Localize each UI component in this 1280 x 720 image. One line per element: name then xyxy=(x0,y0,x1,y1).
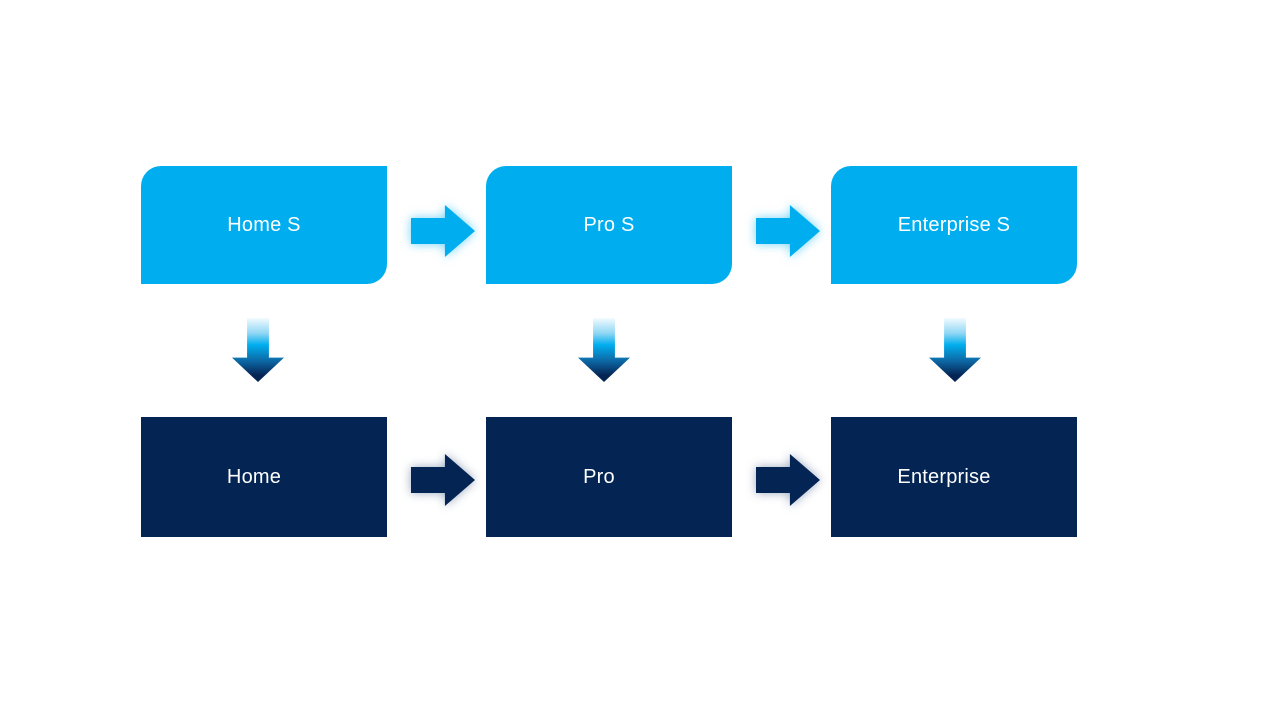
right-arrow-shape xyxy=(756,205,820,257)
box-pro-s-label: Pro S xyxy=(583,213,635,236)
right-arrow-shape xyxy=(411,454,475,506)
down-arrow-icon xyxy=(232,318,284,382)
box-enterprise-s: Enterprise S xyxy=(831,166,1077,284)
right-arrow-shape xyxy=(756,454,820,506)
down-arrow-shape xyxy=(232,318,284,382)
down-arrow-icon xyxy=(929,318,981,382)
box-enterprise-s-label: Enterprise S xyxy=(897,213,1011,236)
right-arrow-icon xyxy=(756,205,820,257)
box-home-s: Home S xyxy=(141,166,387,284)
box-enterprise-label: Enterprise xyxy=(897,465,991,488)
box-enterprise: Enterprise xyxy=(831,417,1077,537)
box-pro-label: Pro xyxy=(583,465,615,488)
box-home: Home xyxy=(141,417,387,537)
box-pro-s: Pro S xyxy=(486,166,732,284)
box-pro: Pro xyxy=(486,417,732,537)
box-home-s-label: Home S xyxy=(227,213,301,236)
box-home-label: Home xyxy=(226,465,282,488)
down-arrow-shape xyxy=(578,318,630,382)
right-arrow-shape xyxy=(411,205,475,257)
right-arrow-icon xyxy=(411,205,475,257)
right-arrow-icon xyxy=(411,454,475,506)
down-arrow-shape xyxy=(929,318,981,382)
right-arrow-icon xyxy=(756,454,820,506)
down-arrow-icon xyxy=(578,318,630,382)
